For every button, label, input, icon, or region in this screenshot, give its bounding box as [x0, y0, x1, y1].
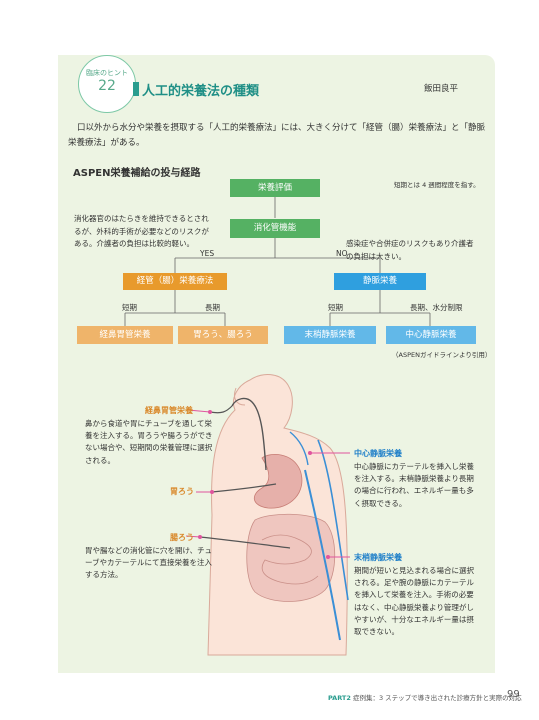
peripheral-desc: 期間が短いと見込まれる場合に選択される。足や腕の静脈にカテーテルを挿入して栄養を… [354, 566, 474, 637]
gi-function-box: 消化管機能 [230, 219, 320, 238]
hint-badge: 臨床のヒント 22 [78, 55, 136, 113]
jejunostomy-callout-label: 腸ろう [170, 533, 194, 542]
intro-text: 口以外から水分や栄養を摂取する「人工的栄養療法」には、大きく分けて「経管（腸）栄… [68, 123, 486, 148]
author: 飯田良平 [424, 84, 459, 94]
footer-part: PART2 [328, 694, 351, 702]
long-left-label: 長期 [205, 303, 220, 312]
badge-label: 臨床のヒント [86, 69, 128, 77]
footer: PART2 症例集：3 ステップで導き出された診療方針と実際の対応 [328, 692, 522, 702]
page-title: 人工的栄養法の種類 [142, 84, 260, 99]
flow-connectors [124, 197, 431, 326]
nasogastric-callout-label: 経鼻胃管栄養 [145, 406, 193, 415]
central-callout-label: 中心静脈栄養 [354, 449, 402, 458]
central-box: 中心静脈栄養 [386, 326, 476, 344]
gastrostomy-callout-label: 胃ろう [170, 487, 194, 496]
nasogastric-desc: 鼻から食道や胃にチューブを通して栄養を注入する。胃ろうや腸ろうができない場合や、… [85, 419, 213, 465]
citation: （ASPENガイドラインより引用） [392, 351, 492, 359]
enteral-note: 消化器官のはたらきを維持できるとされるが、外科的手術が必要などのリスクがある。介… [74, 214, 209, 248]
footer-text: 症例集：3 ステップで導き出された診療方針と実際の対応 [352, 694, 522, 702]
jejunostomy-desc: 胃や腸などの消化管に穴を開け、チューブやカテーテルにて直接栄養を注入する方法。 [85, 546, 213, 580]
parenteral-box: 静脈栄養 [334, 273, 426, 290]
badge-number: 22 [98, 78, 116, 94]
central-desc: 中心静脈にカテーテルを挿入し栄養を注入する。末梢静脈栄養より長期の場合に行われ、… [354, 462, 474, 508]
callout-pointers [185, 409, 350, 559]
short-term-note: 短期とは 4 週間程度を指す。 [394, 181, 480, 189]
assessment-box: 栄養評価 [230, 179, 320, 197]
parenteral-note: 感染症や合併症のリスクもあり介護者の負担は大きい。 [346, 239, 474, 261]
peripheral-box: 末梢静脈栄養 [284, 326, 376, 344]
short-left-label: 短期 [122, 303, 137, 312]
gastrostomy-box: 胃ろう、腸ろう [178, 326, 268, 344]
enteral-box: 経管（腸）栄養療法 [123, 273, 227, 290]
no-label: NO [336, 249, 348, 258]
body-illustration [199, 374, 349, 656]
long-right-label: 長期、水分制限 [410, 303, 463, 312]
title-accent [133, 82, 139, 96]
peripheral-callout-label: 末梢静脈栄養 [354, 553, 402, 562]
nasogastric-box: 経鼻胃管栄養 [77, 326, 173, 344]
page-number: 99 [507, 689, 520, 700]
short-right-label: 短期 [328, 303, 343, 312]
yes-label: YES [200, 249, 215, 258]
diagram-title: ASPEN栄養補給の投与経路 [73, 168, 201, 179]
